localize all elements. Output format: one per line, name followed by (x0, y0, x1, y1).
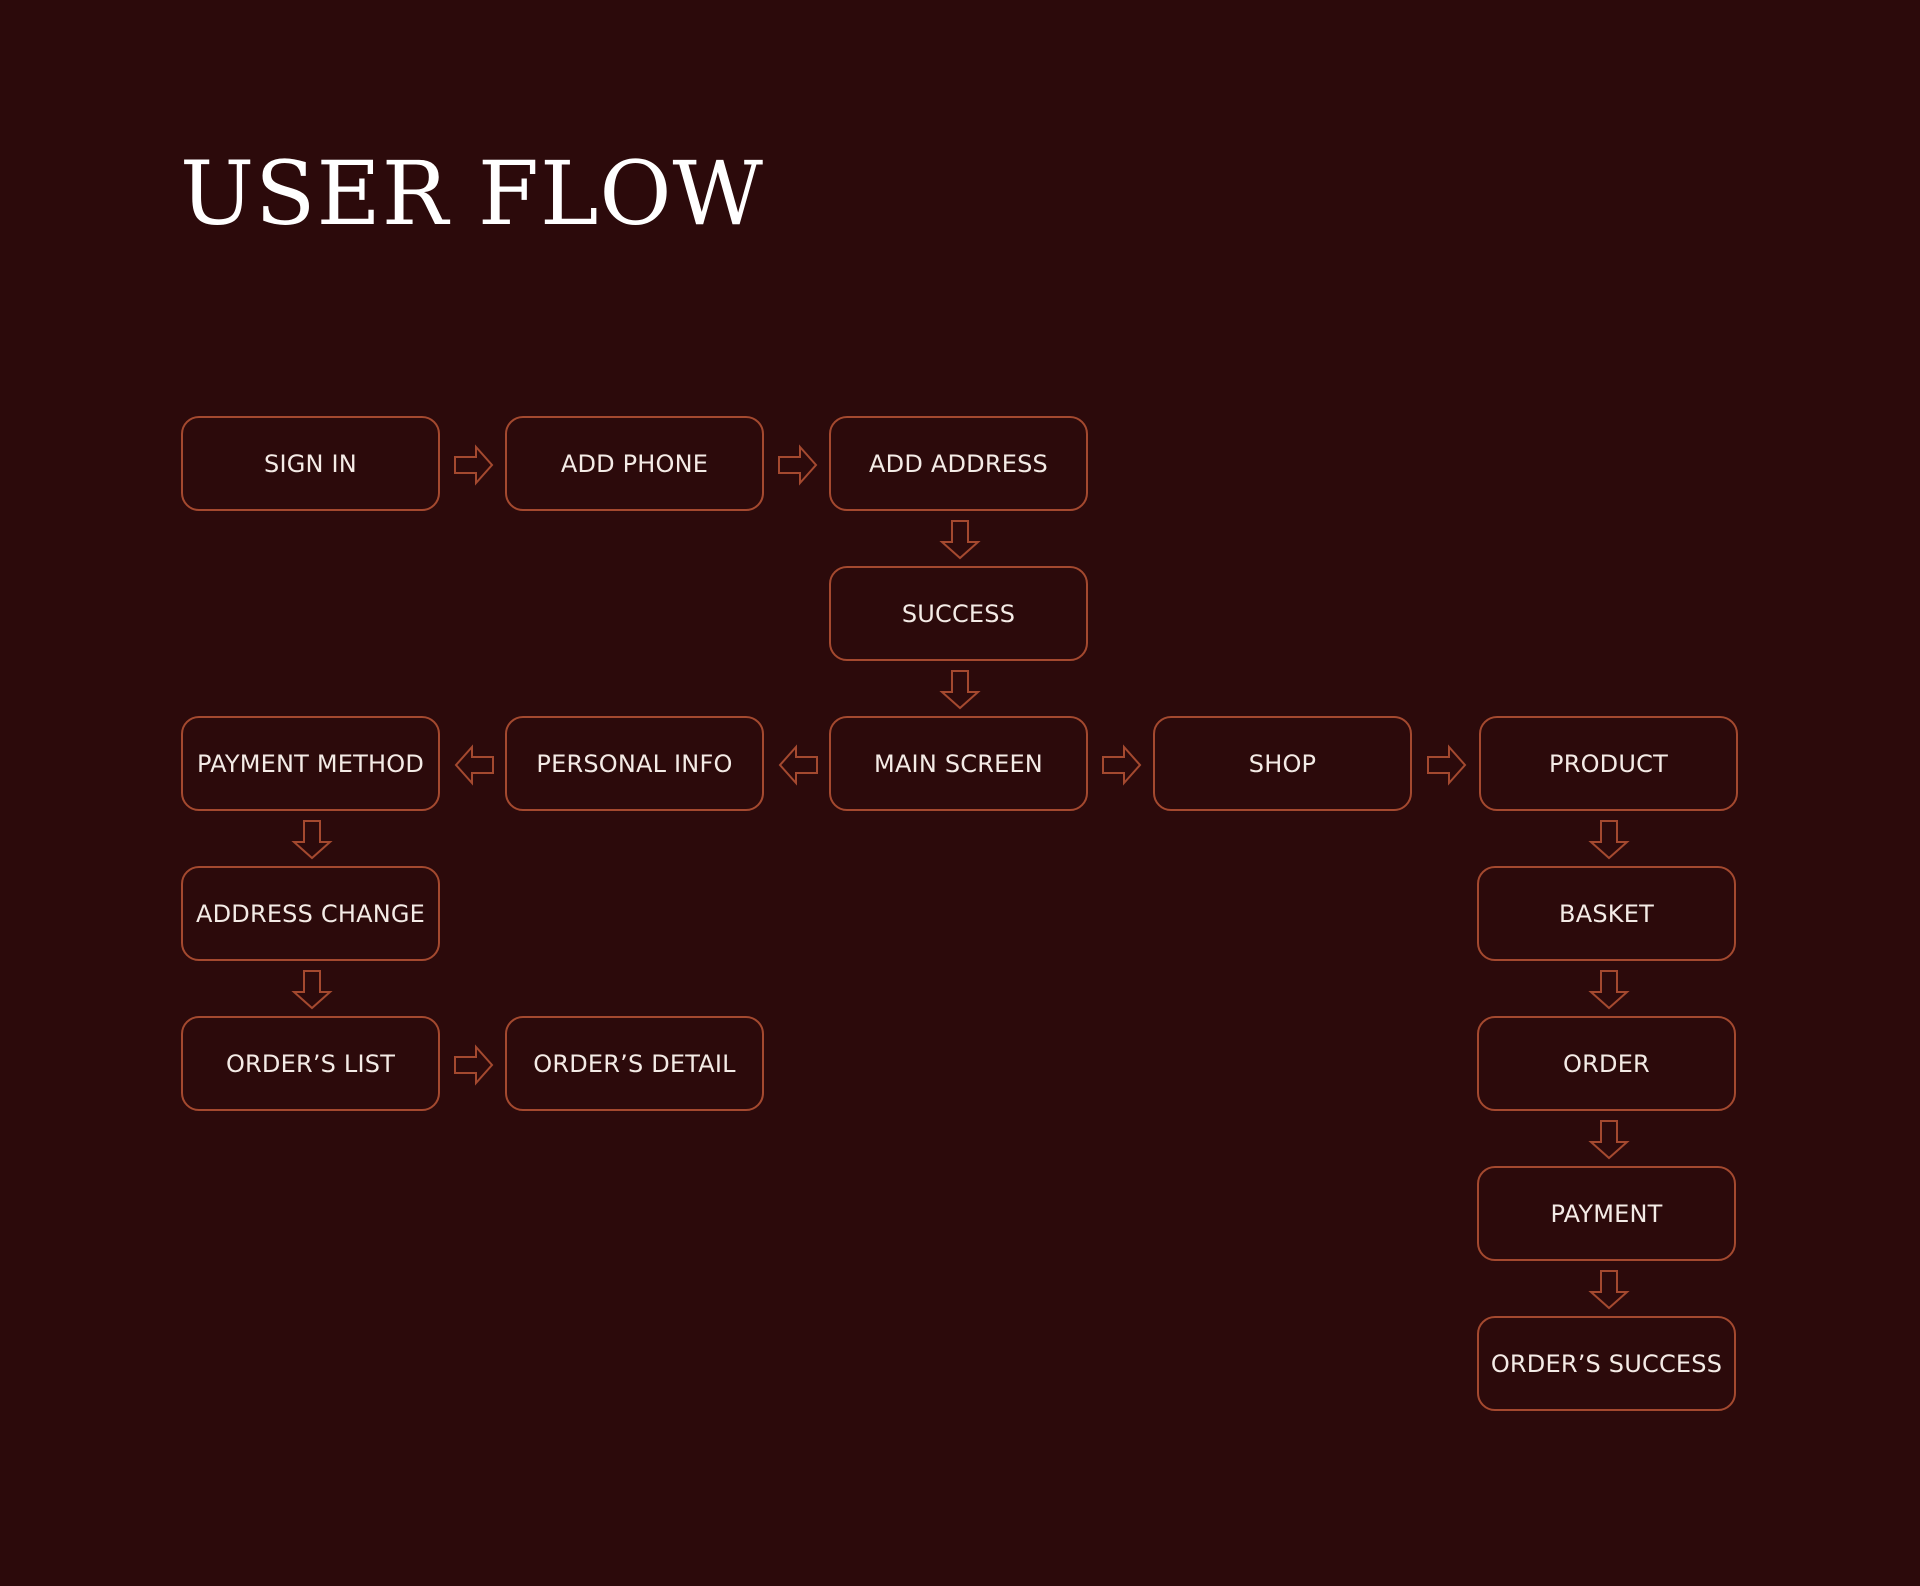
arrow-down-icon (939, 520, 981, 560)
arrow-down-icon (291, 820, 333, 860)
arrow-left-icon (778, 744, 818, 786)
arrow-right-icon (778, 444, 818, 486)
arrow-down-icon (291, 970, 333, 1010)
node-order[interactable]: ORDER (1477, 1016, 1736, 1111)
node-basket[interactable]: BASKET (1477, 866, 1736, 961)
arrow-down-icon (1588, 1270, 1630, 1310)
node-payment-method[interactable]: PAYMENT METHOD (181, 716, 440, 811)
arrow-right-icon (1427, 744, 1467, 786)
node-success[interactable]: SUCCESS (829, 566, 1088, 661)
arrow-left-icon (454, 744, 494, 786)
arrow-down-icon (1588, 1120, 1630, 1160)
arrow-down-icon (1588, 970, 1630, 1010)
arrow-down-icon (1588, 820, 1630, 860)
arrow-right-icon (1102, 744, 1142, 786)
node-orders-list[interactable]: ORDER’S LIST (181, 1016, 440, 1111)
node-add-phone[interactable]: ADD PHONE (505, 416, 764, 511)
arrow-right-icon (454, 444, 494, 486)
node-shop[interactable]: SHOP (1153, 716, 1412, 811)
arrow-right-icon (454, 1044, 494, 1086)
arrow-down-icon (939, 670, 981, 710)
node-payment[interactable]: PAYMENT (1477, 1166, 1736, 1261)
page-title: USER FLOW (180, 142, 765, 245)
node-main-screen[interactable]: MAIN SCREEN (829, 716, 1088, 811)
node-add-address[interactable]: ADD ADDRESS (829, 416, 1088, 511)
node-orders-detail[interactable]: ORDER’S DETAIL (505, 1016, 764, 1111)
node-address-change[interactable]: ADDRESS CHANGE (181, 866, 440, 961)
node-product[interactable]: PRODUCT (1479, 716, 1738, 811)
node-sign-in[interactable]: SIGN IN (181, 416, 440, 511)
node-personal-info[interactable]: PERSONAL INFO (505, 716, 764, 811)
node-orders-success[interactable]: ORDER’S SUCCESS (1477, 1316, 1736, 1411)
